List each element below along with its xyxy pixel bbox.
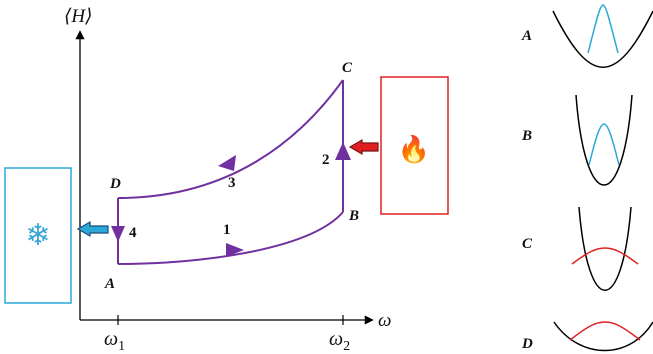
state-curve-d (569, 321, 641, 341)
panel-label-c: C (522, 236, 533, 252)
x-tick-label-1: ω1 (104, 328, 125, 354)
stroke-label-2: 2 (322, 152, 330, 168)
otto-cycle: A B C D 1 2 3 4 (104, 60, 359, 292)
stroke-label-4: 4 (129, 225, 137, 241)
fire-icon: 🔥 (398, 134, 430, 165)
corner-label-b: B (348, 208, 359, 224)
panel-label-a: A (521, 28, 532, 44)
state-curve-c (571, 247, 639, 265)
corner-label-c: C (342, 60, 353, 76)
stroke-3-arrow (218, 155, 236, 171)
cold-reservoir: ❄ (4, 167, 109, 304)
stroke-4-arrow (111, 226, 125, 242)
panel-label-b: B (521, 128, 532, 144)
corner-label-a: A (104, 276, 115, 292)
state-curve-a (587, 4, 619, 54)
hot-reservoir: 🔥 (348, 76, 449, 215)
panel-label-d: D (521, 336, 533, 352)
hot-reservoir-box (380, 76, 449, 215)
x-tick-label-2: ω2 (329, 328, 350, 354)
cold-reservoir-box (4, 167, 72, 304)
y-axis-label: ⟨H⟩ (64, 6, 93, 27)
stroke-2-arrow (335, 142, 351, 160)
potential-well-b (575, 94, 633, 186)
snowflake-icon: ❄ (25, 218, 50, 253)
state-curve-b (588, 123, 620, 166)
state-panel-c: C (522, 206, 639, 291)
state-panel-b: B (521, 94, 633, 186)
stroke-label-1: 1 (223, 222, 231, 238)
x-axis-label: ω (378, 310, 391, 331)
axes: ⟨H⟩ ω ω1 ω2 (64, 6, 391, 354)
cold-heat-arrow (76, 220, 109, 238)
stroke-3-path (117, 79, 344, 199)
stroke-1-arrow (226, 243, 244, 257)
corner-label-d: D (109, 176, 121, 192)
potential-well-d (553, 321, 653, 352)
hot-heat-arrow (348, 138, 379, 156)
potential-well-c (578, 206, 632, 291)
stroke-1-path (117, 211, 344, 265)
state-panel-d: D (521, 321, 653, 352)
potential-well-a (552, 10, 653, 68)
stroke-label-3: 3 (228, 175, 236, 191)
state-panel-a: A (521, 4, 653, 68)
